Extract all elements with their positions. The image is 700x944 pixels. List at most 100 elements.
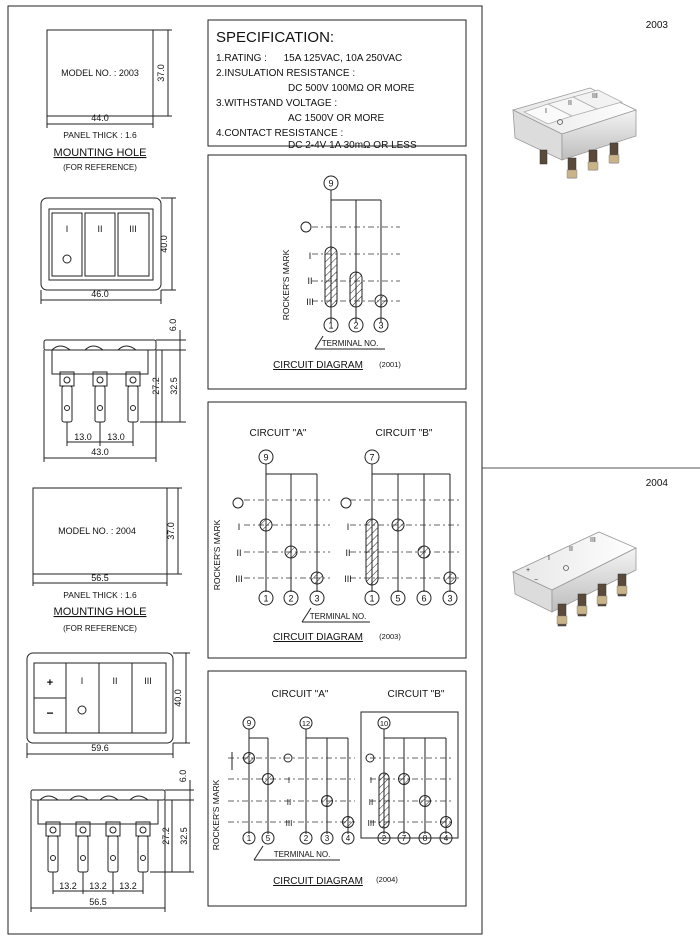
mounting-hole-subtitle: (FOR REFERENCE)	[63, 624, 137, 633]
spec-title: SPECIFICATION:	[216, 29, 334, 46]
contact-dot	[391, 518, 405, 532]
rocker-mark-label: ROCKER'S MARK	[281, 249, 291, 320]
rocker-mark-2: II	[112, 676, 117, 686]
contact-dot	[398, 773, 410, 785]
photo-mark-2: II	[568, 100, 572, 107]
front-view-2004: + − I II III 59.6 40.0	[26, 652, 190, 758]
circuit-a-label: CIRCUIT "A"	[272, 689, 329, 700]
contact-dot	[342, 816, 354, 828]
row-label: III	[368, 819, 375, 828]
terminal-number: 7	[402, 834, 407, 843]
photo-mark-3: III	[590, 537, 596, 544]
row-label: I	[370, 776, 372, 785]
terminal-label: TERMINAL NO.	[322, 339, 379, 348]
terminal-number: 1	[247, 834, 252, 843]
product-photo-2004: + − I II III	[512, 531, 637, 627]
rocker-circle-icon	[77, 705, 87, 715]
photo-minus-icon: −	[534, 577, 538, 584]
circuit-code: (2001)	[379, 360, 401, 369]
circuit-diagram-2003: CIRCUIT "A" CIRCUIT "B" 9 7 ROCKER'S MAR…	[207, 401, 467, 659]
dim-total: 56.5	[89, 897, 107, 907]
spec-line: 1.RATING : 15A 125VAC, 10A 250VAC	[216, 53, 402, 64]
photo-mark-3: III	[592, 93, 598, 100]
spec-line: 2.INSULATION RESISTANCE :	[216, 68, 355, 79]
row-label: I	[238, 522, 241, 532]
spec-line: 4.CONTACT RESISTANCE :	[216, 128, 343, 139]
rocker-mark-1: I	[81, 676, 84, 686]
rocker-mark-3: III	[144, 676, 152, 686]
contact-dot	[284, 545, 298, 559]
terminal-label: TERMINAL NO.	[310, 612, 367, 621]
rocker-mark-circle	[232, 497, 244, 509]
front-view-2003: I II III 46.0 40.0	[40, 197, 176, 304]
terminal-top: 9	[247, 719, 252, 728]
model-code-2003: 2003	[646, 20, 669, 31]
minus-icon: −	[46, 706, 53, 720]
pitch-3: 13.2	[119, 881, 137, 891]
circuit-code: (2003)	[379, 632, 401, 641]
pitch-2: 13.2	[89, 881, 107, 891]
mounting-hole-title: MOUNTING HOLE	[54, 606, 147, 618]
dim-height: 40.0	[159, 235, 169, 253]
terminal-number: 6	[421, 594, 426, 604]
row-label: III	[235, 574, 243, 584]
terminal-number: 4	[444, 834, 449, 843]
row-label: II	[307, 276, 312, 286]
row-label: I	[309, 251, 312, 261]
rocker-mark-label: ROCKER'S MARK	[211, 779, 221, 850]
terminal-number: 5	[266, 834, 271, 843]
terminal-top: 12	[302, 719, 310, 728]
dim-height: 37.0	[156, 64, 166, 82]
photo-mark-1: I	[545, 108, 547, 115]
rocker-mark-circle	[365, 753, 375, 763]
terminal-top: 9	[263, 453, 268, 463]
pitch-2: 13.0	[107, 432, 125, 442]
terminal-number: 5	[395, 594, 400, 604]
contact-dot	[440, 816, 452, 828]
rocker-mark-circle	[300, 221, 312, 233]
row-label: III	[344, 574, 352, 584]
spec-line: AC 1500V OR MORE	[288, 113, 384, 124]
spec-line: DC 2-4V 1A 30mΩ OR LESS	[288, 140, 417, 151]
terminal-top: 9	[328, 179, 333, 189]
row-label: III	[306, 297, 314, 307]
dim-total: 43.0	[91, 447, 109, 457]
circuit-b-label: CIRCUIT "B"	[376, 428, 433, 439]
model-code-2004: 2004	[646, 478, 669, 489]
pitch-1: 13.0	[74, 432, 92, 442]
dim-height: 40.0	[173, 689, 183, 707]
dim-width: 44.0	[91, 113, 109, 123]
circuit-diagram-2001: 9 ROCKER'S MARK I II III 1 2 3 TERMINAL …	[207, 154, 467, 390]
photo-circle-icon	[563, 565, 569, 571]
terminal-number: 1	[369, 594, 374, 604]
circuit-b-label: CIRCUIT "B"	[388, 689, 445, 700]
contact-bar	[324, 246, 338, 308]
specification-box: SPECIFICATION: 1.RATING : 15A 125VAC, 10…	[207, 19, 467, 151]
row-label: II	[345, 548, 350, 558]
circuit-title: CIRCUIT DIAGRAM	[273, 632, 363, 643]
side-view-2003: 6.0 27.2 32.5 13.0 13.0 43.0	[43, 319, 186, 462]
spec-line: 3.WITHSTAND VOLTAGE :	[216, 98, 337, 109]
dim-32: 32.5	[169, 377, 179, 395]
terminal-top: 10	[380, 719, 388, 728]
plus-icon: +	[47, 677, 53, 689]
terminal-number: 4	[346, 834, 351, 843]
terminal-number: 2	[288, 594, 293, 604]
terminal-number: 2	[353, 321, 358, 331]
circuit-diagram-2004: CIRCUIT "A" CIRCUIT "B" 9 12 10	[207, 670, 467, 907]
terminal-number: 8	[423, 834, 428, 843]
mounting-hole-subtitle: (FOR REFERENCE)	[63, 163, 137, 172]
rocker-mark-2: II	[97, 224, 102, 234]
circuit-code: (2004)	[376, 875, 398, 884]
contact-dot	[321, 795, 333, 807]
panel-thick: PANEL THICK : 1.6	[63, 590, 137, 600]
contact-dot	[262, 773, 274, 785]
terminal-number: 1	[328, 321, 333, 331]
dim-32: 32.5	[179, 827, 189, 845]
rocker-mark-1: I	[66, 224, 69, 234]
mounting-hole-2003: MODEL NO. : 2003 44.0 37.0 PANEL THICK :…	[46, 29, 172, 172]
dim-top: 6.0	[168, 319, 178, 332]
dim-width: 56.5	[91, 573, 109, 583]
rocker-mark-label: ROCKER'S MARK	[212, 519, 222, 590]
